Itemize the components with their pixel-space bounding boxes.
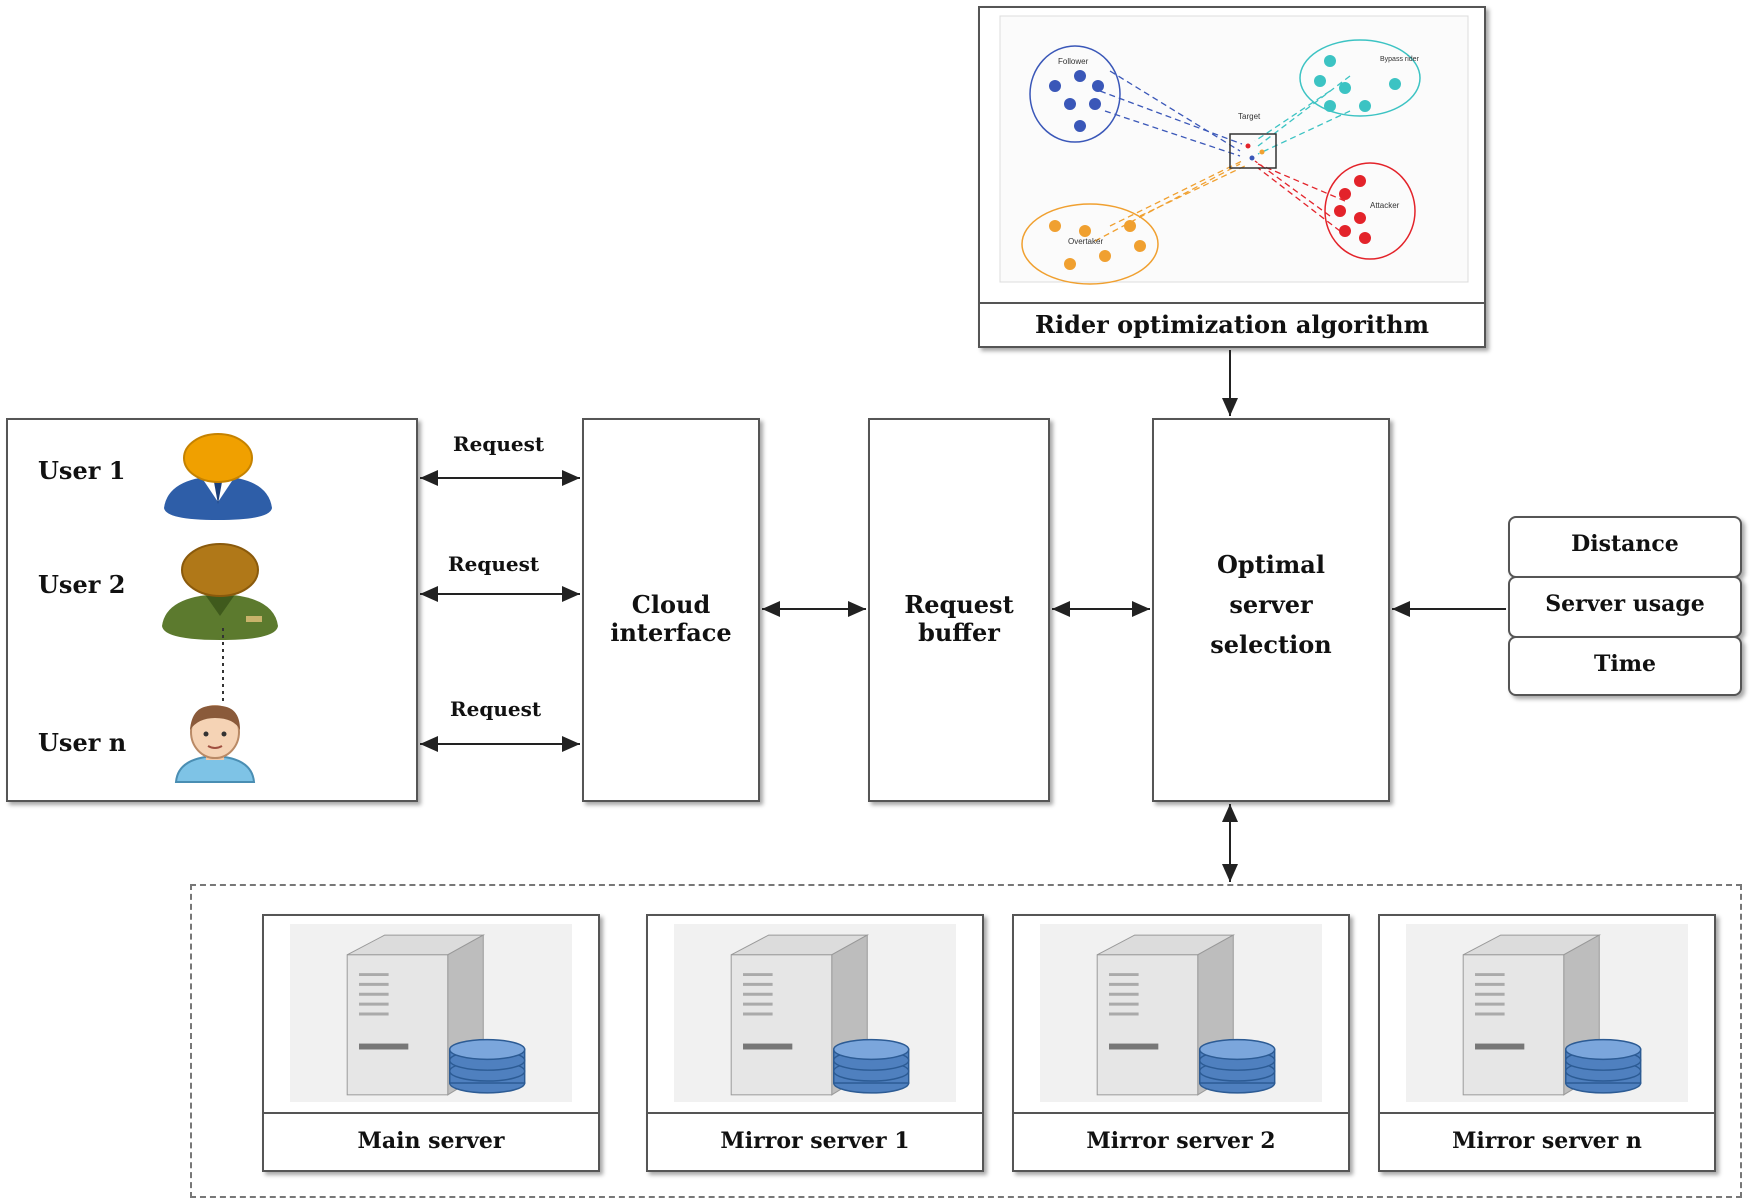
optimal-server-line-2: server [1229,590,1313,619]
cloud-interface-line-1: Cloud [631,590,711,619]
svg-text:Bypass rider: Bypass rider [1380,56,1420,63]
rider-algorithm-panel: Target Follower Bypass rider Overtaker A… [978,6,1486,348]
request-label-2: Request [448,552,540,576]
server-name-main: Main server [357,1128,505,1154]
server-card-mirror-2: Mirror server 2 [1012,914,1350,1172]
server-name-mirror-1: Mirror server 1 [720,1128,910,1154]
request-buffer-block: Request buffer [868,418,1050,802]
server-icon [1040,924,1322,1102]
optimal-server-selection-block: Optimal server selection [1152,418,1390,802]
server-icon [674,924,956,1102]
user-green-icon [162,543,278,640]
user-blue-icon [164,433,272,520]
group-label-bypass: Bypass rider [1380,56,1420,63]
server-name-mirror-n: Mirror server n [1452,1128,1642,1154]
rider-algorithm-illustration: Target Follower Bypass rider Overtaker A… [999,15,1469,285]
cloud-interface-block: Cloud interface [582,418,760,802]
servers-group [190,884,1742,1198]
svg-text:Attacker: Attacker [1370,201,1400,210]
optimal-server-line-3: selection [1210,630,1332,659]
group-label-overtaker: Overtaker [1068,237,1103,246]
param-time: Time [1508,636,1742,696]
svg-text:Follower: Follower [1058,57,1089,66]
server-name-mirror-2: Mirror server 2 [1086,1128,1276,1154]
cloud-interface-line-2: interface [610,618,732,647]
server-card-divider [1014,1112,1348,1114]
server-card-divider [264,1112,598,1114]
param-distance: Distance [1508,516,1742,578]
server-icon [290,924,572,1102]
server-card-divider [648,1112,982,1114]
group-label-attacker: Attacker [1370,201,1400,210]
user-1-label: User 1 [38,456,126,485]
request-buffer-line-2: buffer [918,618,1000,647]
group-label-follower: Follower [1058,57,1089,66]
request-buffer-line-1: Request [904,590,1014,619]
request-label-1: Request [453,432,545,456]
users-panel: User 1 User 2 User n [6,418,418,802]
user-boy-icon [174,705,256,783]
server-card-mirror-1: Mirror server 1 [646,914,984,1172]
target-label: Target [1238,112,1261,121]
svg-text:Target: Target [1238,112,1261,121]
rider-algorithm-divider [980,302,1484,304]
server-card-mirror-n: Mirror server n [1378,914,1716,1172]
user-2-label: User 2 [38,570,126,599]
server-card-main: Main server [262,914,600,1172]
user-n-label: User n [38,728,127,757]
request-label-3: Request [450,697,542,721]
users-ellipsis-icon [222,628,224,704]
optimal-server-line-1: Optimal [1217,550,1325,579]
svg-text:Overtaker: Overtaker [1068,237,1103,246]
server-icon [1406,924,1688,1102]
server-card-divider [1380,1112,1714,1114]
rider-algorithm-title: Rider optimization algorithm [1035,310,1429,339]
